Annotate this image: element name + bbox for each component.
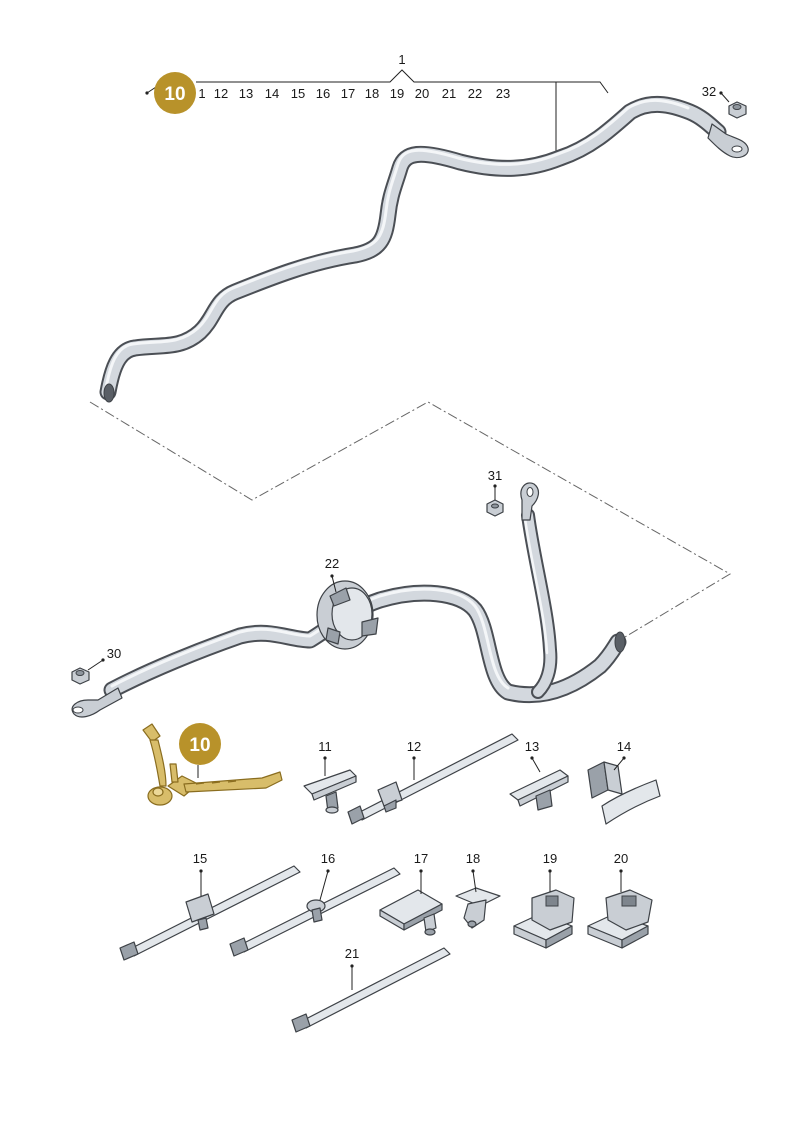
grommet-22[interactable] — [316, 580, 379, 650]
part-10-highlighted[interactable] — [142, 723, 283, 806]
upper-battery-cable[interactable] — [99, 95, 727, 403]
seq-item: 22 — [468, 86, 482, 101]
callout-16: 16 — [321, 851, 335, 866]
part-18-push-clip[interactable] — [455, 887, 501, 929]
seq-item: 18 — [365, 86, 379, 101]
part-21-cable-tie[interactable] — [291, 947, 451, 1033]
callout-18: 18 — [466, 851, 480, 866]
callout-31: 31 — [488, 468, 502, 483]
callout-11: 11 — [318, 739, 332, 754]
part-20-holder[interactable] — [587, 889, 653, 949]
seq-item: 15 — [291, 86, 305, 101]
part-14-edge-clip[interactable] — [587, 761, 661, 825]
callout-21: 21 — [345, 946, 359, 961]
harness-label-1: 1 — [398, 52, 405, 67]
lower-battery-cable[interactable] — [103, 508, 627, 704]
part-12-cable-tie[interactable] — [347, 733, 519, 825]
badge-10-diagram[interactable] — [179, 723, 221, 765]
callout-32: 32 — [702, 84, 716, 99]
part-15-cable-tie[interactable] — [119, 865, 301, 961]
header-row: 10 1 1 12 13 14 15 16 17 18 19 20 21 22 … — [145, 52, 609, 155]
part-13-clip[interactable] — [509, 769, 569, 811]
upper-cable-end — [103, 383, 115, 403]
seq-item: 23 — [496, 86, 510, 101]
seq-item: 17 — [341, 86, 355, 101]
badge-10-top[interactable] — [154, 72, 196, 114]
callout-13: 13 — [525, 739, 539, 754]
header-sequence: 1 12 13 14 15 16 17 18 19 20 21 22 23 — [198, 86, 510, 101]
part-19-holder[interactable] — [513, 889, 575, 949]
ring-terminal-31[interactable] — [520, 482, 540, 521]
lower-cable-end — [614, 631, 626, 653]
callout-30: 30 — [107, 646, 121, 661]
seq-item: 12 — [214, 86, 228, 101]
callout-20: 20 — [614, 851, 628, 866]
seq-item: 20 — [415, 86, 429, 101]
part-16-cable-tie[interactable] — [229, 867, 401, 957]
ring-terminal-upper[interactable] — [707, 123, 749, 159]
ring-terminal-30[interactable] — [71, 687, 123, 718]
seq-item: 14 — [265, 86, 279, 101]
dashed-outline — [89, 401, 731, 641]
badge-10-top-text: 10 — [164, 84, 185, 105]
seq-item: 16 — [316, 86, 330, 101]
nut-31[interactable] — [486, 499, 504, 517]
nut-30[interactable] — [71, 667, 90, 685]
callout-14: 14 — [617, 739, 631, 754]
callout-17: 17 — [414, 851, 428, 866]
nut-32[interactable] — [728, 101, 747, 119]
callout-12: 12 — [407, 739, 421, 754]
seq-item: 1 — [198, 86, 205, 101]
seq-item: 21 — [442, 86, 456, 101]
seq-item: 13 — [239, 86, 253, 101]
seq-item: 19 — [390, 86, 404, 101]
callout-15: 15 — [193, 851, 207, 866]
callout-19: 19 — [543, 851, 557, 866]
part-17-clip[interactable] — [379, 889, 443, 936]
part-11-clip[interactable] — [303, 769, 357, 814]
badge-10-diagram-text: 10 — [189, 735, 210, 756]
callout-22: 22 — [325, 556, 339, 571]
